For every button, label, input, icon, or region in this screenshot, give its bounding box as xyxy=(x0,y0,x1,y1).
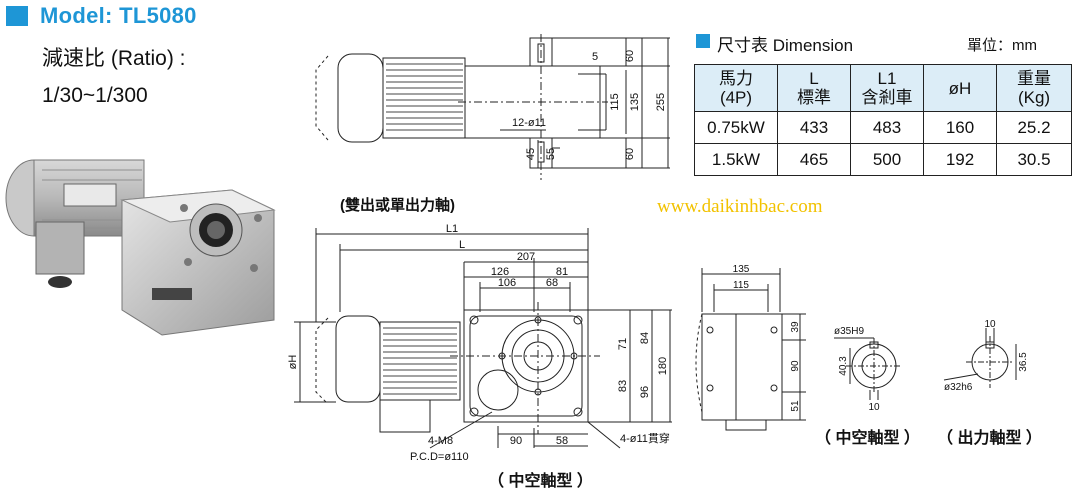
cell-l: 433 xyxy=(777,111,851,144)
dim-top-60b: 60 xyxy=(624,148,636,160)
cell-l1: 483 xyxy=(850,111,924,144)
dim-front-68: 68 xyxy=(546,277,558,289)
dim-top-holes: 12-ø11 xyxy=(512,117,546,129)
gearbox-body xyxy=(120,189,276,336)
dim-top-5: 5 xyxy=(592,51,598,63)
dim-output-10: 10 xyxy=(984,319,996,330)
ratio-value: 1/30~1/300 xyxy=(42,84,148,107)
cell-power: 1.5kW xyxy=(694,143,778,176)
dim-side-51: 51 xyxy=(790,400,801,412)
cell-oh: 160 xyxy=(923,111,997,144)
unit-label: 單位：mm xyxy=(967,37,1037,54)
dim-output-36: 36.5 xyxy=(1018,352,1029,372)
dim-front-106: 106 xyxy=(498,277,516,289)
dim-front-126: 126 xyxy=(491,266,509,278)
dim-front-96: 96 xyxy=(639,386,651,398)
dim-front-180: 180 xyxy=(657,357,669,375)
note-4m8: 4-M8 xyxy=(428,435,453,447)
caption-hollow-type: （ 中空軸型 ） xyxy=(815,430,920,447)
watermark-text: www.daikinhbac.com xyxy=(657,196,823,217)
cell-weight: 25.2 xyxy=(996,111,1072,144)
cell-l: 465 xyxy=(777,143,851,176)
dim-front-71: 71 xyxy=(617,338,629,350)
dim-front-l1: L1 xyxy=(446,223,458,235)
cell-weight: 30.5 xyxy=(996,143,1072,176)
dim-front-83: 83 xyxy=(617,380,629,392)
dim-output-dia: ø32h6 xyxy=(944,382,973,393)
cell-power: 0.75kW xyxy=(694,111,778,144)
dim-front-90: 90 xyxy=(510,435,522,447)
top-view-drawing: 60 5 115 135 255 12-ø11 45 55 60 xyxy=(315,34,670,180)
cell-oh: 192 xyxy=(923,143,997,176)
side-view-drawing: 135 115 39 90 51 xyxy=(695,264,806,431)
output-shaft-drawing: 10 36.5 ø32h6 xyxy=(943,319,1029,393)
dim-front-84: 84 xyxy=(639,332,651,344)
cell-l1: 500 xyxy=(850,143,924,176)
hollow-shaft-drawing: ø35H9 40.3 10 xyxy=(834,326,902,413)
dim-side-135: 135 xyxy=(733,264,750,275)
caption-output-type: （ 出力軸型 ） xyxy=(937,430,1042,447)
caption-top-view: (雙出或單出力軸) xyxy=(340,197,455,214)
title-marker xyxy=(6,6,28,26)
note-pcd: P.C.D=ø110 xyxy=(410,451,469,463)
header-power: 馬力(4P) xyxy=(694,64,778,112)
dim-top-60a: 60 xyxy=(624,50,636,62)
header-oh: øH xyxy=(923,64,997,112)
dim-top-135: 135 xyxy=(629,93,641,111)
dim-front-81: 81 xyxy=(556,266,568,278)
dim-side-115: 115 xyxy=(733,280,749,291)
dim-top-45: 45 xyxy=(525,148,537,160)
model-title: Model: TL5080 xyxy=(40,3,197,28)
dim-front-oh: øH xyxy=(287,355,299,370)
dim-side-90: 90 xyxy=(790,360,801,372)
caption-front-view: （ 中空軸型 ） xyxy=(488,473,593,490)
dim-hollow-10: 10 xyxy=(868,402,880,413)
front-view-drawing: L1 L 207 126 81 106 68 71 84 83 96 180 ø… xyxy=(287,223,672,463)
table-row: 0.75kW 433 483 160 25.2 xyxy=(694,111,1072,144)
dim-top-255: 255 xyxy=(655,93,667,111)
header-weight: 重量(Kg) xyxy=(996,64,1072,112)
dim-front-l: L xyxy=(459,239,465,251)
dim-front-58: 58 xyxy=(556,435,568,447)
table-row: 1.5kW 465 500 192 30.5 xyxy=(694,143,1072,176)
table-title: 尺寸表 Dimension xyxy=(717,36,854,55)
note-holes: 4-ø11貫穿 xyxy=(620,431,670,445)
dim-side-39: 39 xyxy=(790,321,801,333)
table-marker xyxy=(696,34,710,48)
dim-hollow-dia: ø35H9 xyxy=(834,326,864,337)
dim-front-207: 207 xyxy=(517,251,535,263)
dim-top-115: 115 xyxy=(609,93,621,111)
dim-hollow-40: 40.3 xyxy=(838,356,849,376)
gearmotor-photo xyxy=(5,159,276,336)
dim-top-55: 55 xyxy=(545,148,557,160)
ratio-label: 減速比 (Ratio) : xyxy=(42,47,186,70)
